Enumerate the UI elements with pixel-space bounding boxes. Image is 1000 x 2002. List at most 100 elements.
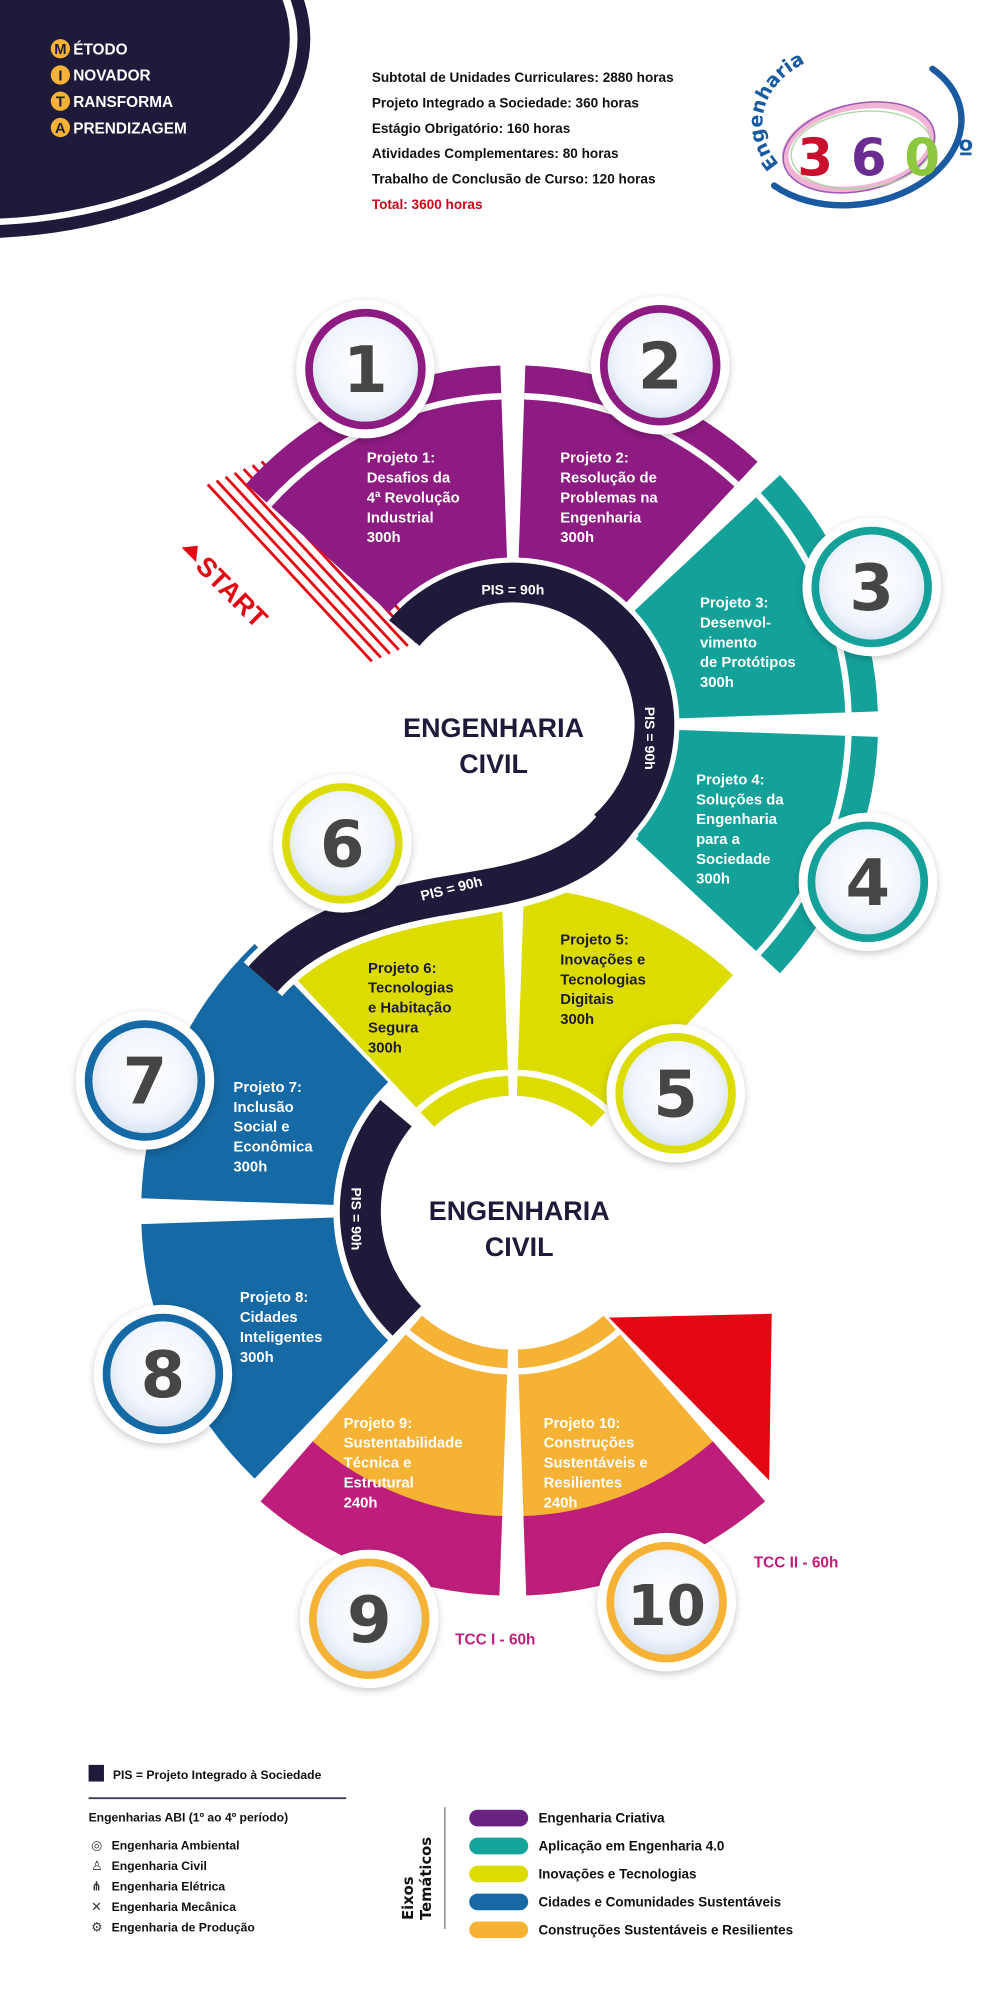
project-number: 8	[141, 1339, 186, 1413]
project-number-badge-9[interactable]: 9	[300, 1549, 439, 1688]
axis-label: Cidades e Comunidades Sustentáveis	[538, 1894, 781, 1909]
mita-letter: M	[54, 42, 66, 58]
finish-flag	[608, 1313, 772, 1481]
mita-item: M ÉTODO	[50, 39, 128, 59]
project-segment-10[interactable]	[517, 1315, 766, 1596]
project-segment-7[interactable]	[141, 943, 389, 1205]
tcc-label: TCC II - 60h	[754, 1555, 839, 1572]
pis-label: PIS = 90h	[642, 707, 658, 770]
engenharia-360-logo: Engenharia 3 6 0 º	[744, 47, 974, 209]
project-number-badge-5[interactable]: 5	[606, 1024, 745, 1163]
project-label-line: Técnica e	[344, 1456, 412, 1472]
project-label-line: Construções	[544, 1436, 635, 1452]
project-label-line: Industrial	[367, 510, 434, 526]
axis-color-pill	[469, 1893, 529, 1911]
project-number-badge-3[interactable]: 3	[802, 517, 941, 657]
project-number-badge-10[interactable]: 10	[597, 1532, 736, 1672]
project-label-line: Desenvol-	[700, 615, 771, 631]
abi-item: Engenharia Elétrica	[112, 1879, 226, 1893]
project-number-badge-8[interactable]: 8	[93, 1304, 233, 1444]
project-label-line: Soluções da	[696, 792, 784, 808]
project-label-line: de Protótipos	[700, 655, 796, 671]
project-number: 10	[627, 1574, 705, 1639]
hours-summary: Subtotal de Unidades Curriculares: 2880 …	[372, 70, 674, 212]
axis-color-pill	[469, 1809, 529, 1827]
project-label-line: 300h	[367, 530, 401, 546]
project-number-badge-7[interactable]: 7	[75, 1011, 215, 1150]
project-number-badge-6[interactable]: 6	[273, 774, 412, 913]
summary-line: Estágio Obrigatório: 160 horas	[372, 121, 570, 136]
project-label-line: 300h	[368, 1040, 402, 1056]
letter-badge	[50, 39, 70, 59]
svg-text:3 6 0 º: 3 6 0 º	[797, 129, 973, 189]
legend: PIS = Projeto Integrado à SociedadeEngen…	[88, 1764, 793, 1939]
project-label-line: Inteligentes	[240, 1330, 323, 1346]
project-label-line: Social e	[233, 1120, 289, 1136]
project-number: 5	[653, 1058, 698, 1132]
worker-icon: ♙	[91, 1859, 102, 1874]
abi-item: Engenharia Mecânica	[112, 1900, 237, 1914]
summary-total: Total: 3600 horas	[372, 197, 483, 212]
mita-letter: A	[55, 121, 66, 137]
project-label-line: Projeto 5:	[560, 933, 629, 949]
project-segment-5[interactable]	[516, 888, 734, 1127]
pis-swatch	[88, 1764, 104, 1782]
axes-title: Eixos	[400, 1876, 417, 1920]
project-number: 7	[123, 1046, 168, 1120]
project-label-line: Engenharia	[696, 812, 778, 828]
gears-icon: ⚙	[91, 1921, 102, 1936]
start-marker: START	[181, 545, 274, 634]
project-label-line: Estrutural	[344, 1475, 414, 1491]
project-label-line: Projeto 10:	[544, 1416, 621, 1432]
mita-word: ÉTODO	[73, 41, 127, 58]
course-title: ENGENHARIA	[429, 1196, 610, 1226]
axis-color-pill	[469, 1921, 529, 1939]
project-number: 2	[638, 330, 683, 404]
project-label-line: Econômica	[233, 1140, 313, 1156]
axis-label: Construções Sustentáveis e Resilientes	[538, 1922, 793, 1937]
abi-item: Engenharia Civil	[112, 1859, 207, 1873]
course-title: CIVIL	[459, 749, 528, 779]
axis-color-pill	[469, 1837, 529, 1855]
project-label-line: Segura	[368, 1020, 419, 1036]
project-number-badge-2[interactable]: 2	[591, 296, 730, 435]
letter-badge	[50, 117, 70, 138]
project-number-badge-1[interactable]: 1	[296, 299, 435, 439]
mita-letter: T	[56, 95, 65, 111]
project-label-line: Projeto 7:	[233, 1080, 302, 1096]
project-label-line: Resolução de	[560, 471, 657, 487]
project-label-line: Tecnologias	[560, 972, 646, 988]
project-label-line: Projeto 2:	[560, 451, 629, 467]
logo-degree: º	[958, 134, 974, 167]
mita-word: NOVADOR	[73, 68, 150, 85]
logo-digit: 0	[904, 129, 940, 189]
project-label-line: Resilientes	[544, 1475, 622, 1491]
project-label-line: Projeto 1:	[367, 451, 436, 467]
project-label-line: 300h	[233, 1159, 267, 1175]
project-label-line: Inclusão	[233, 1100, 293, 1116]
letter-badge	[50, 65, 70, 85]
abi-title: Engenharias ABI (1º ao 4º período)	[89, 1810, 289, 1824]
project-number-badge-4[interactable]: 4	[798, 812, 938, 952]
project-segment-9[interactable]	[260, 1315, 508, 1596]
project-label-line: Sociedade	[696, 852, 770, 868]
globe-icon: ◎	[91, 1838, 102, 1853]
project-label-line: Problemas na	[560, 490, 658, 506]
project-label-line: Tecnologias	[368, 981, 454, 997]
project-label-line: 240h	[344, 1495, 378, 1511]
project-number: 1	[343, 334, 388, 408]
letter-badge	[50, 91, 70, 111]
summary-line: Subtotal de Unidades Curriculares: 2880 …	[372, 70, 674, 85]
project-label-line: 240h	[544, 1495, 578, 1511]
axes-title: Temáticos	[418, 1837, 435, 1920]
project-label-line: Sustentabilidade	[344, 1436, 463, 1452]
